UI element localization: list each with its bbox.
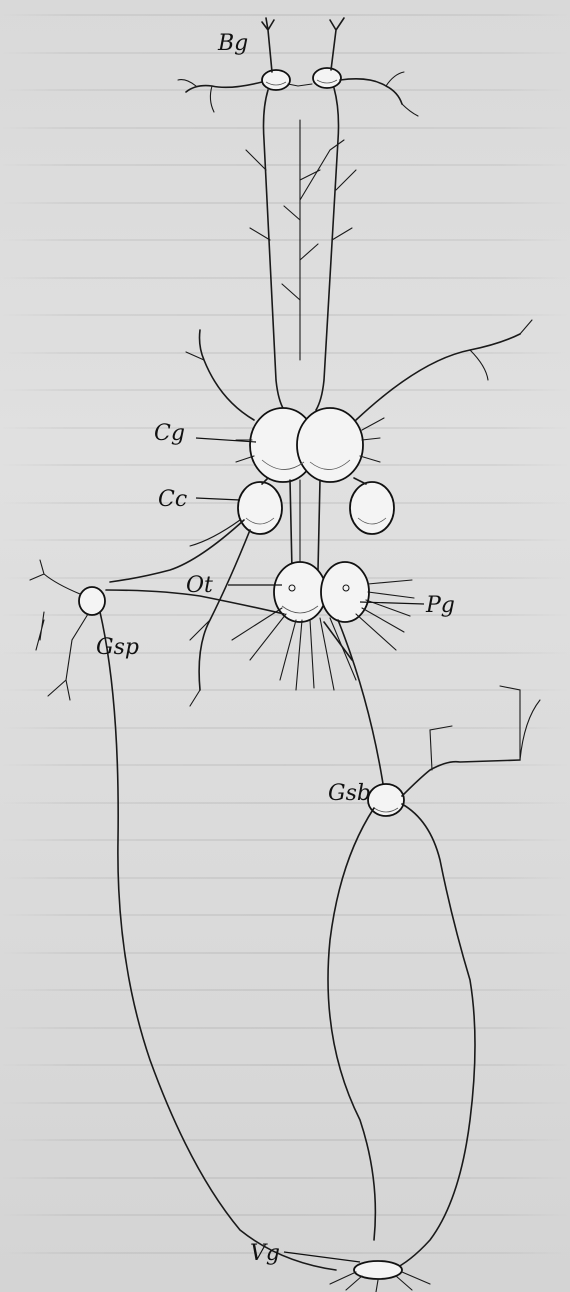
figure-labels: Bg Cg Cc Ot Pg Gsp Gsb Vg — [96, 31, 455, 1266]
thoracic-ganglion-mass — [186, 320, 532, 482]
left-nerve-system — [30, 520, 336, 1270]
connectives — [246, 88, 356, 410]
commissural-ganglia — [238, 478, 394, 570]
terminal-ganglion — [330, 1261, 430, 1292]
label-pg: Pg — [425, 593, 455, 618]
label-gsp: Gsp — [96, 635, 139, 660]
brain-ganglia — [178, 18, 418, 116]
label-leaders — [196, 438, 424, 1262]
label-bg: Bg — [217, 31, 248, 56]
label-vg: Vg — [250, 1241, 280, 1266]
label-cg: Cg — [154, 421, 185, 446]
label-ot: Ot — [186, 573, 213, 598]
label-gsb: Gsb — [328, 781, 371, 806]
posterior-ganglia — [232, 562, 414, 790]
label-cc: Cc — [158, 487, 187, 512]
right-nerve-system — [328, 686, 540, 1270]
